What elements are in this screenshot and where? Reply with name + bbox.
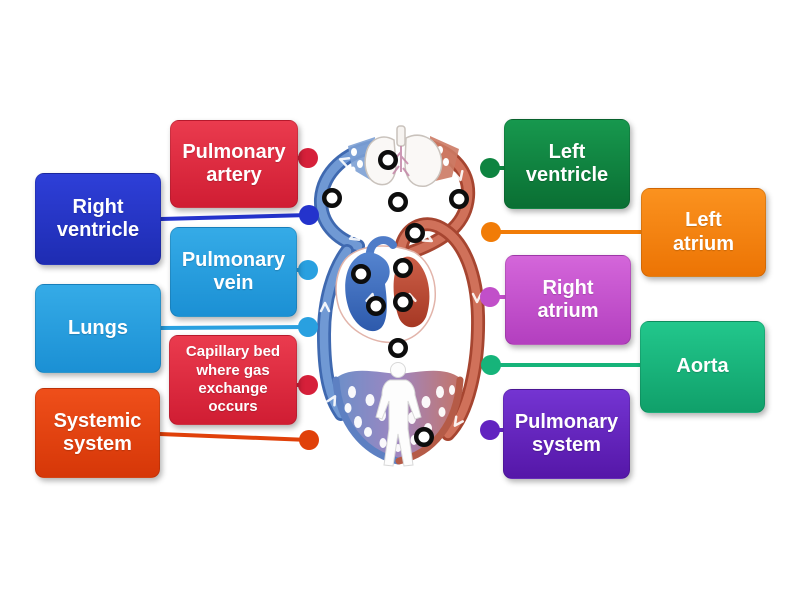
connector-right-atrium <box>480 287 507 307</box>
label-systemic-system[interactable]: Systemic system <box>35 388 160 478</box>
answer-target-7[interactable] <box>351 264 371 284</box>
connector-dot-systemic-system <box>299 430 319 450</box>
connector-dot-pulmonary-vein <box>298 260 318 280</box>
body-silhouette <box>375 362 422 467</box>
connector-dot-lungs <box>298 317 318 337</box>
label-pulmonary-artery-text: Pulmonary artery <box>182 140 286 186</box>
label-left-atrium[interactable]: Left atrium <box>641 188 766 277</box>
answer-targets <box>322 150 469 447</box>
answer-target-10[interactable] <box>388 338 408 358</box>
label-left-atrium-text: Left atrium <box>672 209 735 255</box>
label-lungs[interactable]: Lungs <box>35 284 161 373</box>
answer-target-6[interactable] <box>393 258 413 278</box>
connector-systemic-system <box>158 430 319 450</box>
label-capillary-bed-text: Capillary bed where gas exchange occurs <box>185 343 281 416</box>
bronchial-tree <box>392 146 410 177</box>
label-right-atrium[interactable]: Right atrium <box>505 255 631 345</box>
label-pulmonary-system[interactable]: Pulmonary system <box>503 389 630 479</box>
connector-pulmonary-artery <box>294 148 318 168</box>
aorta-vessel <box>394 217 486 441</box>
label-right-ventricle-text: Right ventricle <box>56 195 140 241</box>
connector-dot-right-atrium <box>480 287 500 307</box>
connector-pulmonary-vein <box>293 260 318 280</box>
answer-target-9[interactable] <box>393 292 413 312</box>
connector-left-ventricle <box>480 158 506 178</box>
connector-pulmonary-system <box>480 420 505 440</box>
answer-target-8[interactable] <box>366 296 386 316</box>
connector-dot-capillary-bed <box>298 375 318 395</box>
connector-lungs <box>159 317 318 337</box>
connector-dot-right-ventricle <box>299 205 319 225</box>
connector-dot-pulmonary-system <box>480 420 500 440</box>
answer-target-1[interactable] <box>378 150 398 170</box>
label-connectors <box>158 148 643 450</box>
flow-arrows <box>319 157 483 427</box>
label-right-atrium-text: Right atrium <box>537 276 599 322</box>
answer-target-11[interactable] <box>414 427 434 447</box>
label-left-ventricle-text: Left ventricle <box>525 140 609 186</box>
connector-dot-left-ventricle <box>480 158 500 178</box>
label-pulmonary-vein[interactable]: Pulmonary vein <box>170 227 297 317</box>
answer-target-4[interactable] <box>449 189 469 209</box>
answer-target-5[interactable] <box>405 223 425 243</box>
lungs-illustration <box>364 125 443 187</box>
label-capillary-bed[interactable]: Capillary bed where gas exchange occurs <box>169 335 297 425</box>
connector-aorta <box>481 355 642 375</box>
connector-dot-pulmonary-artery <box>298 148 318 168</box>
label-pulmonary-artery[interactable]: Pulmonary artery <box>170 120 298 208</box>
label-lungs-text: Lungs <box>68 316 128 339</box>
connector-dot-aorta <box>481 355 501 375</box>
label-systemic-system-text: Systemic system <box>53 409 142 455</box>
label-right-ventricle[interactable]: Right ventricle <box>35 173 161 265</box>
connector-left-atrium <box>481 222 643 242</box>
label-pulmonary-system-text: Pulmonary system <box>514 410 619 456</box>
label-aorta[interactable]: Aorta <box>640 321 765 413</box>
label-pulmonary-vein-text: Pulmonary vein <box>181 248 286 294</box>
answer-target-3[interactable] <box>388 192 408 212</box>
label-aorta-text: Aorta <box>676 355 729 378</box>
connector-capillary-bed <box>293 375 318 395</box>
connector-dot-left-atrium <box>481 222 501 242</box>
label-left-ventricle[interactable]: Left ventricle <box>504 119 630 209</box>
connector-right-ventricle <box>159 205 319 225</box>
answer-target-2[interactable] <box>322 188 342 208</box>
